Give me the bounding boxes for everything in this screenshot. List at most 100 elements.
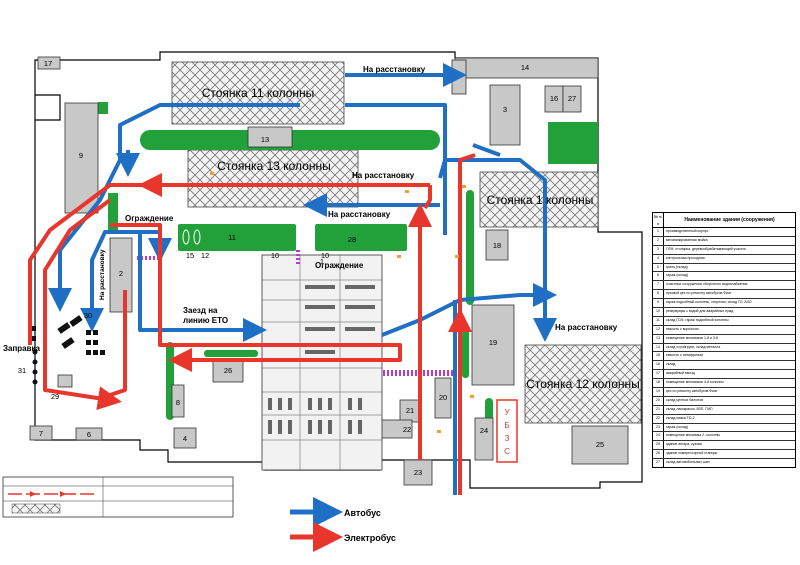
legend-row-number: 16 [653, 361, 664, 370]
building-29 [57, 374, 73, 388]
legend-row-name: гриль (склад) [666, 264, 688, 269]
legend-row-name: здание ангара, кузова [666, 442, 702, 447]
legend-row-name: склад мазка ТО-2 [666, 415, 695, 420]
legend-row-name: здание компрессорной станции [666, 451, 718, 456]
ebus-route-left [28, 183, 150, 345]
legend-row-number: 19 [653, 388, 664, 396]
green-strip-11 [178, 224, 296, 251]
label-rasstanovka-4: На расстановку [555, 323, 618, 332]
legend-box [2, 476, 234, 518]
legend-row-number: 9 [653, 299, 664, 308]
num-1: 1 [320, 257, 324, 266]
num-6: 6 [87, 430, 91, 439]
legend-row-name: аварийный выезд [666, 371, 695, 376]
legend-row-number: 15 [653, 352, 664, 361]
parking-13 [187, 149, 359, 208]
num-9: 9 [79, 151, 83, 160]
green-strip-left [108, 193, 118, 233]
building-27b [562, 85, 582, 113]
num-15: 15 [186, 251, 194, 260]
num-23: 23 [414, 468, 422, 477]
num-19: 19 [489, 338, 497, 347]
legend-row-number: 3 [653, 245, 664, 254]
num-25: 25 [596, 440, 604, 449]
green-strip-v3 [462, 330, 469, 378]
legend-col-name: Наименование здания (сооружения) [684, 217, 775, 223]
legend-row-number: 12 [653, 325, 664, 334]
label-zaezd-1: Заезд на [183, 306, 218, 315]
legend-row-number: 4 [653, 254, 664, 263]
parking-13-label: Стоянка 13 колонны [217, 159, 331, 173]
legend-row-number: 7 [653, 281, 664, 290]
ebus-route-inner [110, 223, 402, 372]
ubzs-letter-1: У [504, 408, 510, 417]
legend-row-name: ОГМ, столярка, деревообрабатывающий учас… [666, 246, 746, 251]
ubzs-letter-4: С [504, 447, 510, 456]
ebus-route-ubzs [458, 153, 476, 495]
num-20: 20 [439, 393, 447, 402]
num-21: 21 [406, 406, 414, 415]
legend-row-name: склад автомобильных шин [666, 460, 710, 465]
legend-row-number: 27 [653, 459, 664, 467]
legend-row-number: 23 [653, 423, 664, 432]
legend-row-name: склад стройгрупп, склад металла [666, 344, 721, 349]
green-strip-v2 [466, 190, 474, 305]
legend-row-name: контрольная проходная [666, 255, 705, 260]
building-25 [571, 425, 629, 465]
legend-row-number: 21 [653, 405, 664, 414]
legend-row-number: 1 [653, 228, 664, 236]
legend-row-number: 10 [653, 308, 664, 316]
legend-row-number: 20 [653, 396, 664, 405]
num-28: 28 [348, 235, 356, 244]
legend-row-name: очистные сооружения оборотного водоснабж… [666, 282, 748, 287]
parking-1 [479, 171, 599, 228]
num-16: 16 [550, 94, 558, 103]
legend-row-number: 18 [653, 379, 664, 388]
legend-row-number: 13 [653, 334, 664, 343]
bus-route-mid [438, 158, 557, 342]
bus-route-exit [381, 283, 557, 337]
legend-row-name: гараж подсобный колонны, спортзал, склад… [666, 300, 752, 305]
legend-row-name: резервуары с водой для аварийных нужд [666, 309, 734, 314]
legend-ebus-label: Электробус [344, 533, 396, 543]
legend-row-number: 17 [653, 370, 664, 379]
legend-row-name: склад ГСМ, гараж подсобный колонны [666, 317, 729, 322]
legend-row-name: помещение механиков 1-й и 3-й [666, 335, 718, 340]
bus-route-eto [138, 232, 267, 342]
label-rasstanovka-vert: На расстановку [99, 249, 106, 300]
num-7: 7 [39, 429, 43, 438]
parking-11 [171, 61, 345, 125]
fuel-station [30, 315, 105, 385]
green-strip-28 [315, 224, 407, 251]
legend-row-name: цех по ремонту автобусов Фиат [666, 389, 718, 394]
label-rasstanovka-2: На расстановку [352, 171, 415, 180]
building-19 [471, 304, 515, 386]
num-27: 27 [568, 94, 576, 103]
num-8: 8 [176, 398, 180, 407]
parking-11-label: Стоянка 11 колонны [202, 86, 315, 100]
orange-markers [210, 172, 474, 433]
legend-row-name: склад [666, 362, 676, 367]
num-26: 26 [224, 366, 232, 375]
legend-row-number: 11 [653, 316, 664, 325]
